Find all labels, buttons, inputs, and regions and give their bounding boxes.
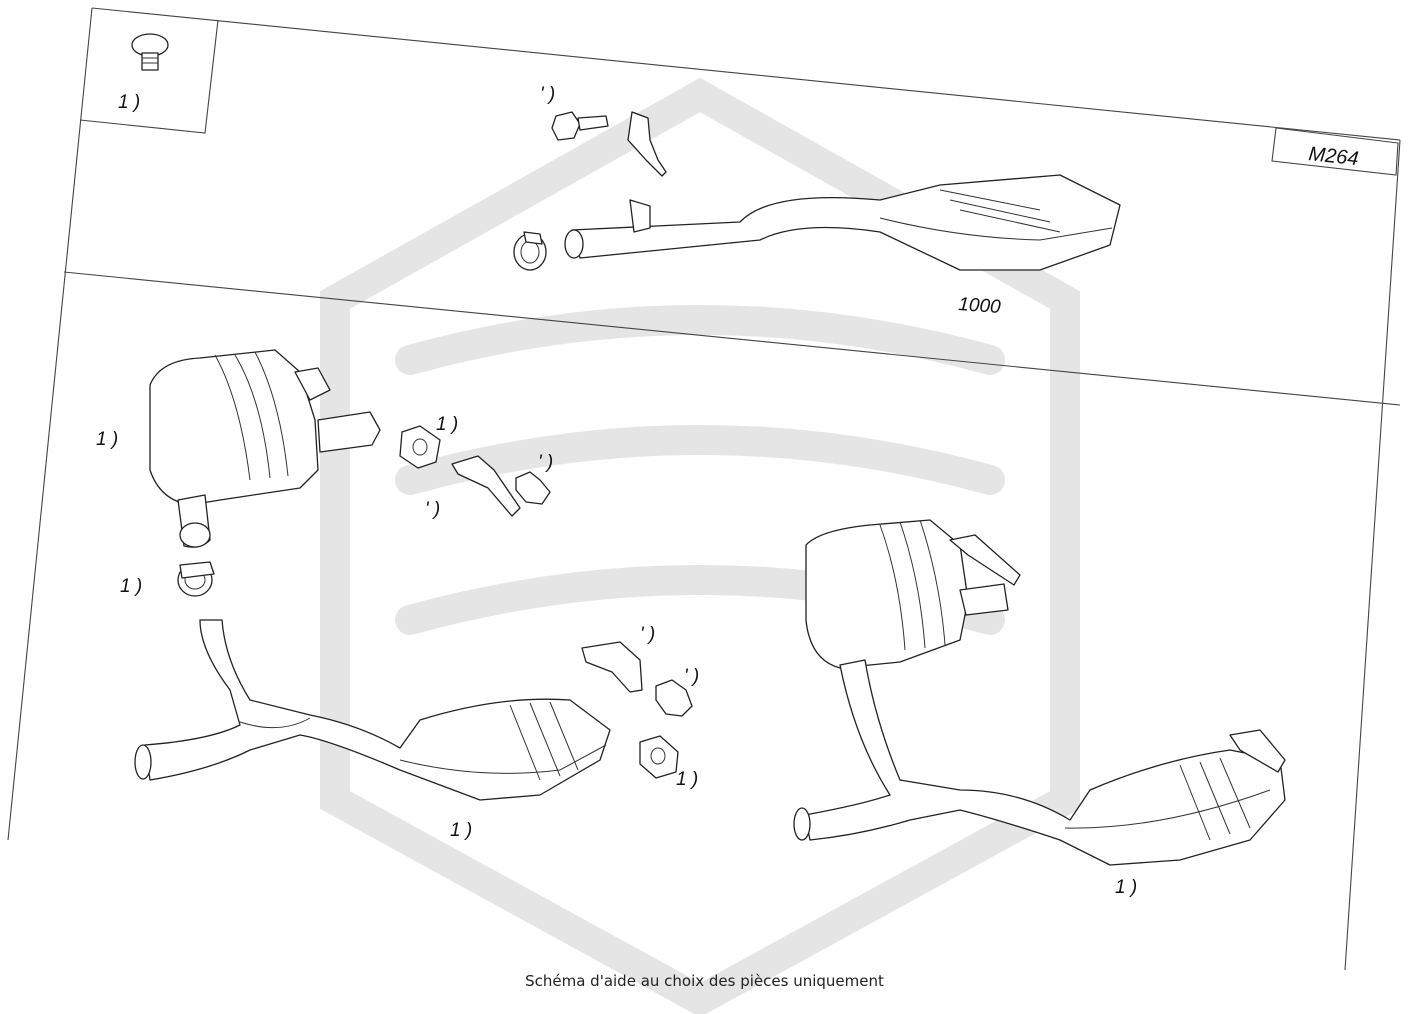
callout-system-right: 1 ) xyxy=(1115,877,1137,898)
bracket-upper-part xyxy=(451,455,521,517)
top-bolt-part xyxy=(551,111,609,141)
screw-part xyxy=(131,33,169,71)
top-clamp-part xyxy=(513,231,547,271)
callout-rear-muffler-left: 1 ) xyxy=(96,429,118,450)
callout-bolt-lower: ' ) xyxy=(684,666,699,687)
front-pipe-left xyxy=(134,619,611,801)
hanger-upper-part xyxy=(399,425,441,469)
part-number-label: 1000 xyxy=(958,294,1002,318)
callout-bolt-upper: ' ) xyxy=(538,452,553,473)
callout-top-bolt: ' ) xyxy=(540,84,555,105)
clamp-left-part xyxy=(177,561,215,597)
callout-clamp-left: 1 ) xyxy=(120,576,142,597)
callout-bracket-upper: ' ) xyxy=(425,499,440,520)
caption: Schéma d'aide au choix des pièces unique… xyxy=(525,972,884,990)
rear-muffler-left xyxy=(149,349,381,548)
callout-front-pipe-left: 1 ) xyxy=(450,820,472,841)
exhaust-system-right xyxy=(793,519,1286,866)
callout-hanger-lower: 1 ) xyxy=(676,769,698,790)
hanger-lower-part xyxy=(639,735,679,779)
front-pipe-with-muffler xyxy=(564,174,1121,271)
callout-bracket-lower: ' ) xyxy=(640,624,655,645)
bolt-upper-part xyxy=(515,471,551,505)
top-bracket-part xyxy=(627,111,667,177)
callout-hanger-upper: 1 ) xyxy=(436,414,458,435)
bracket-lower-part xyxy=(581,641,643,693)
bolt-lower-part xyxy=(655,679,693,717)
engine-code-box: M264 xyxy=(1271,127,1399,176)
engine-code-label: M264 xyxy=(1307,143,1359,170)
sheet-frame xyxy=(7,7,1401,971)
callout-screw-box: 1 ) xyxy=(118,92,140,113)
